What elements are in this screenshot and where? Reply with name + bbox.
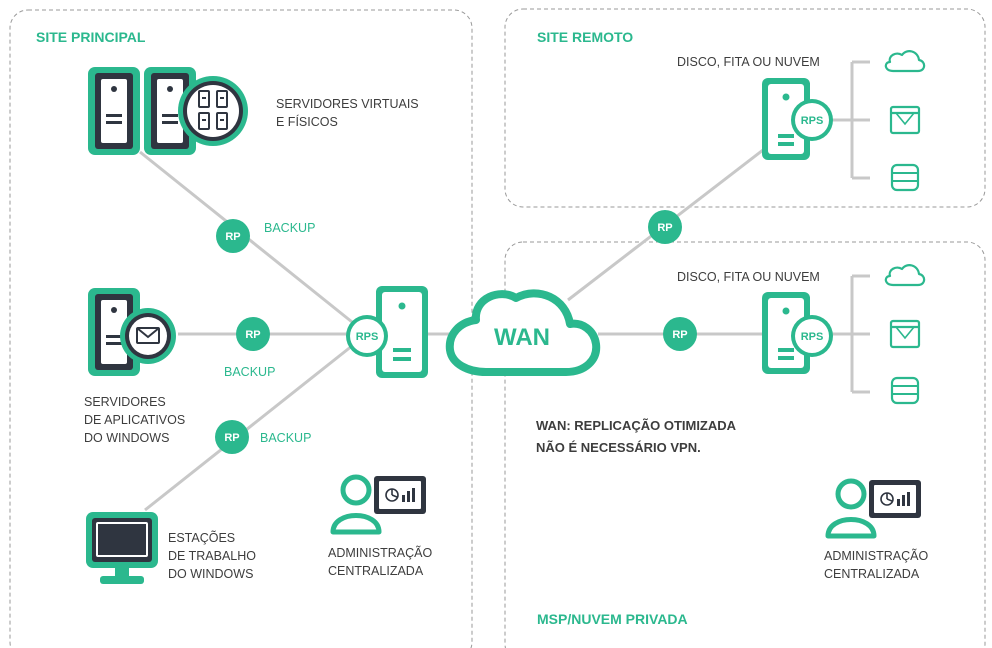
servers-label-line1: SERVIDORES VIRTUAIS bbox=[276, 97, 419, 111]
msp-storage-label: DISCO, FITA OU NUVEM bbox=[677, 270, 820, 284]
backup-label-workstations: BACKUP bbox=[260, 431, 311, 445]
msp-admin-console-icon bbox=[825, 478, 921, 539]
primary-rps-server-icon: RPS bbox=[346, 286, 428, 378]
backup-label-servers: BACKUP bbox=[264, 221, 315, 235]
apps-label-line1: SERVIDORES bbox=[84, 395, 166, 409]
workstation-monitor-icon bbox=[86, 512, 158, 584]
msp-cloud-storage-icon bbox=[884, 264, 926, 287]
msp-rps-server-icon: RPS bbox=[762, 292, 833, 374]
wan-note-line2: NÃO É NECESSÁRIO VPN. bbox=[536, 440, 701, 455]
remote-tape-storage-icon bbox=[889, 105, 921, 135]
primary-admin-console-icon bbox=[330, 474, 426, 535]
remote-cloud-storage-icon bbox=[884, 50, 926, 73]
remote-site-title: SITE REMOTO bbox=[537, 29, 633, 45]
workstations-label-line3: DO WINDOWS bbox=[168, 567, 253, 581]
application-servers-icon bbox=[88, 288, 176, 376]
primary-site-title: SITE PRINCIPAL bbox=[36, 29, 146, 45]
rp-badge-workstations: RP bbox=[215, 420, 249, 454]
rp-badge-apps: RP bbox=[236, 317, 270, 351]
primary-admin-label-line1: ADMINISTRAÇÃO bbox=[328, 546, 432, 560]
rp-badge-remote: RP bbox=[648, 210, 682, 244]
msp-admin-label-line2: CENTRALIZADA bbox=[824, 567, 920, 581]
remote-rps-server-icon: RPS bbox=[762, 78, 833, 160]
line-servers-to-rps bbox=[139, 150, 363, 332]
servers-label-line2: E FÍSICOS bbox=[276, 114, 338, 129]
wan-cloud-icon bbox=[445, 289, 601, 376]
physical-virtual-servers-icon bbox=[88, 67, 248, 155]
rp-badge-servers: RP bbox=[216, 219, 250, 253]
primary-site-region bbox=[9, 9, 473, 648]
line-workstations-to-rps bbox=[144, 336, 363, 512]
remote-storage-label: DISCO, FITA OU NUVEM bbox=[677, 55, 820, 69]
primary-rps-label: RPS bbox=[356, 331, 379, 343]
rp-badge-msp: RP bbox=[663, 317, 697, 351]
svg-text:RP: RP bbox=[657, 222, 672, 234]
workstations-label-line1: ESTAÇÕES bbox=[168, 530, 235, 545]
primary-admin-label-line2: CENTRALIZADA bbox=[328, 564, 424, 578]
remote-disk-storage-icon bbox=[890, 163, 920, 192]
svg-text:RP: RP bbox=[225, 231, 240, 243]
msp-disk-storage-icon bbox=[890, 376, 920, 405]
apps-label-line2: DE APLICATIVOS bbox=[84, 413, 185, 427]
apps-label-line3: DO WINDOWS bbox=[84, 431, 169, 445]
msp-tape-storage-icon bbox=[889, 319, 921, 349]
workstations-label-line2: DE TRABALHO bbox=[168, 549, 256, 563]
msp-region bbox=[504, 241, 986, 648]
msp-admin-label-line1: ADMINISTRAÇÃO bbox=[824, 549, 928, 563]
svg-text:RP: RP bbox=[245, 329, 260, 341]
msp-rps-label: RPS bbox=[801, 331, 824, 343]
wan-note-line1: WAN: REPLICAÇÃO OTIMIZADA bbox=[536, 418, 737, 433]
remote-site-region bbox=[504, 8, 986, 208]
remote-rps-label: RPS bbox=[801, 115, 824, 127]
wan-label: WAN bbox=[494, 324, 550, 351]
backup-label-apps: BACKUP bbox=[224, 365, 275, 379]
msp-title: MSP/NUVEM PRIVADA bbox=[537, 611, 688, 627]
svg-text:RP: RP bbox=[224, 432, 239, 444]
svg-text:RP: RP bbox=[672, 329, 687, 341]
